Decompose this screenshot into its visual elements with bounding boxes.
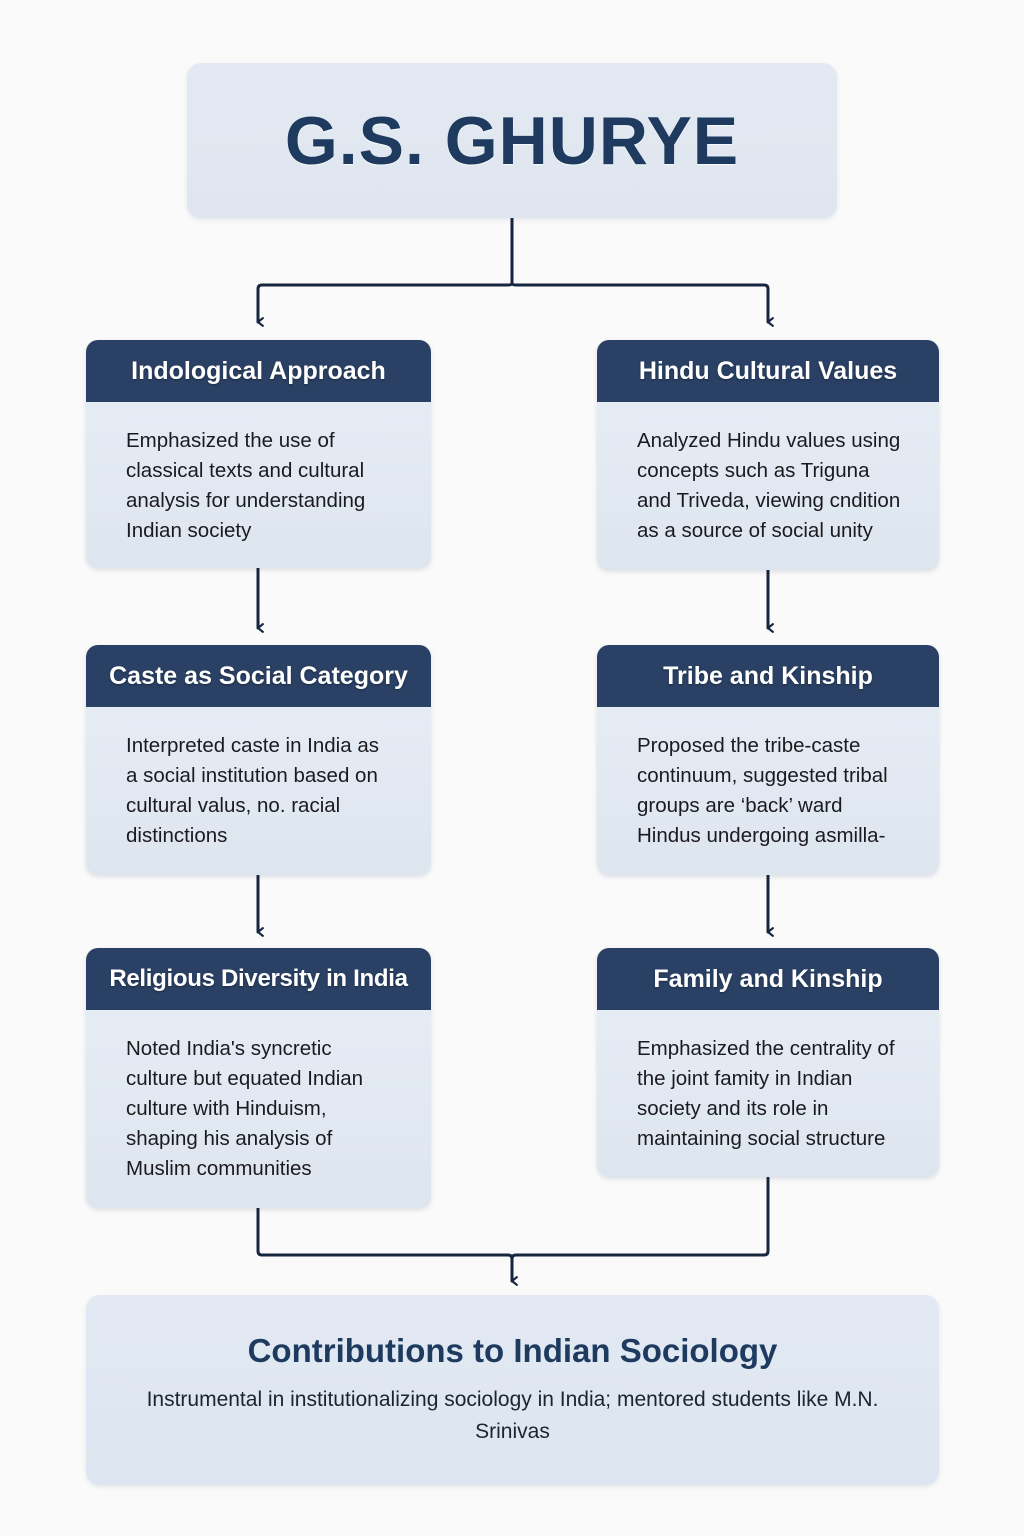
conclusion-subtitle: Instrumental in institutionalizing socio… <box>146 1388 879 1443</box>
node-hindu-cultural-values[interactable]: Hindu Cultural Values Analyzed Hindu val… <box>597 340 939 570</box>
node-header-family-and-kinship: Family and Kinship <box>597 948 939 1010</box>
node-body-caste-as-social-category: Interpreted caste in India as a social i… <box>86 707 431 875</box>
connector-root-to-right <box>510 281 774 327</box>
node-family-and-kinship[interactable]: Family and Kinship Emphasized the centra… <box>597 948 939 1177</box>
connector-root-to-left <box>256 281 514 327</box>
node-body-indological-approach: Emphasized the use of classical texts an… <box>86 402 431 568</box>
node-header-caste-as-social-category: Caste as Social Category <box>86 645 431 707</box>
node-body-religious-diversity-in-india: Noted India's syncretic culture but equa… <box>86 1010 431 1208</box>
connector-right-to-conclusion <box>510 1176 770 1261</box>
node-body-family-and-kinship: Emphasized the centrality of the joint f… <box>597 1010 939 1177</box>
connector-left-to-conclusion <box>256 1206 518 1286</box>
node-header-tribe-and-kinship: Tribe and Kinship <box>597 645 939 707</box>
node-body-tribe-and-kinship: Proposed the tribe-caste continuum, sugg… <box>597 707 939 875</box>
node-body-hindu-cultural-values: Analyzed Hindu values using concepts suc… <box>597 402 939 570</box>
node-header-religious-diversity-in-india: Religious Diversity in India <box>86 948 431 1010</box>
node-caste-as-social-category[interactable]: Caste as Social Category Interpreted cas… <box>86 645 431 875</box>
page-title: G.S. GHURYE <box>284 102 740 179</box>
node-contributions-to-indian-sociology[interactable]: Contributions to Indian Sociology Instru… <box>86 1295 939 1485</box>
node-indological-approach[interactable]: Indological Approach Emphasized the use … <box>86 340 431 568</box>
diagram-title-box: G.S. GHURYE <box>187 63 837 218</box>
node-tribe-and-kinship[interactable]: Tribe and Kinship Proposed the tribe-cas… <box>597 645 939 875</box>
node-header-indological-approach: Indological Approach <box>86 340 431 402</box>
node-header-hindu-cultural-values: Hindu Cultural Values <box>597 340 939 402</box>
node-religious-diversity-in-india[interactable]: Religious Diversity in India Noted India… <box>86 948 431 1208</box>
conclusion-title: Contributions to Indian Sociology <box>247 1332 778 1369</box>
